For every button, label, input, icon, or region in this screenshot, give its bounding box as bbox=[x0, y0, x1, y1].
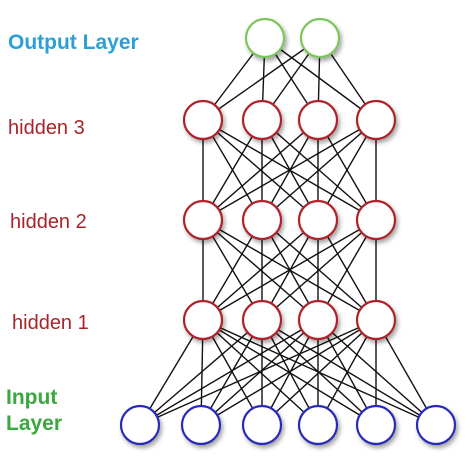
hidden2-node-2 bbox=[241, 199, 283, 241]
hidden-3-label: hidden 3 bbox=[8, 117, 85, 139]
edge-hidden2-3-to-hidden1-1 bbox=[202, 219, 319, 321]
input-node-6 bbox=[415, 404, 457, 446]
output-node-2 bbox=[299, 17, 341, 59]
hidden2-node-4 bbox=[355, 199, 397, 241]
edge-hidden1-2-to-input-2 bbox=[200, 319, 263, 426]
edge-output-1-to-hidden3-4 bbox=[264, 37, 377, 121]
hidden3-node-1 bbox=[182, 99, 224, 141]
input-node-4 bbox=[297, 404, 339, 446]
input-node-1 bbox=[119, 404, 161, 446]
hidden1-node-1 bbox=[182, 299, 224, 341]
neuron-nodes bbox=[119, 17, 457, 446]
output-node-1 bbox=[244, 17, 286, 59]
edge-hidden1-2-to-input-1 bbox=[139, 319, 263, 426]
input-node-5 bbox=[355, 404, 397, 446]
hidden-2-label: hidden 2 bbox=[10, 211, 87, 233]
edge-hidden1-2-to-input-6 bbox=[261, 319, 437, 426]
hidden-1-label: hidden 1 bbox=[12, 312, 89, 334]
edge-hidden1-4-to-input-1 bbox=[139, 319, 377, 426]
input-layer-label: Input Layer bbox=[6, 385, 62, 438]
hidden3-node-3 bbox=[297, 99, 339, 141]
edge-hidden3-4-to-hidden2-1 bbox=[202, 119, 377, 221]
edge-hidden3-4-to-hidden2-2 bbox=[261, 119, 377, 221]
edge-hidden1-4-to-input-6 bbox=[375, 319, 437, 426]
input-layer-label-line1: Input bbox=[6, 386, 58, 409]
hidden1-node-4 bbox=[355, 299, 397, 341]
hidden1-node-2 bbox=[241, 299, 283, 341]
edge-hidden2-4-to-hidden1-2 bbox=[261, 219, 377, 321]
edge-hidden1-4-to-input-2 bbox=[200, 319, 377, 426]
hidden3-node-2 bbox=[241, 99, 283, 141]
input-node-2 bbox=[180, 404, 222, 446]
edge-hidden1-3-to-input-1 bbox=[139, 319, 319, 426]
edge-hidden2-4-to-hidden1-1 bbox=[202, 219, 377, 321]
hidden3-node-4 bbox=[355, 99, 397, 141]
hidden2-node-3 bbox=[297, 199, 339, 241]
edge-hidden3-3-to-hidden2-1 bbox=[202, 119, 319, 221]
input-layer-label-line2: Layer bbox=[6, 412, 63, 436]
edge-output-2-to-hidden3-1 bbox=[202, 37, 321, 121]
input-node-3 bbox=[241, 404, 283, 446]
hidden1-node-3 bbox=[297, 299, 339, 341]
edge-hidden1-1-to-input-1 bbox=[139, 319, 204, 426]
hidden2-node-1 bbox=[182, 199, 224, 241]
edge-hidden1-4-to-input-3 bbox=[261, 319, 377, 426]
output-layer-label: Output Layer bbox=[8, 31, 139, 54]
